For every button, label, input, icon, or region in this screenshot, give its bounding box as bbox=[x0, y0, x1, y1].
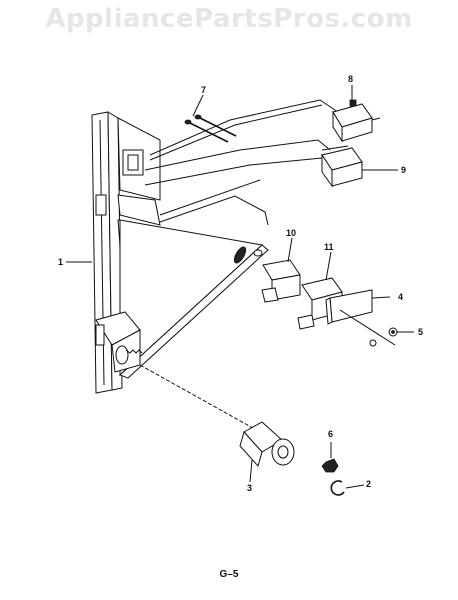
callout-11: 11 bbox=[324, 242, 334, 252]
clip-part-2 bbox=[330, 480, 365, 496]
nut-part-6 bbox=[321, 442, 339, 473]
callout-3: 3 bbox=[247, 483, 252, 493]
actuator-part-3 bbox=[239, 421, 295, 483]
shaft-rod bbox=[139, 364, 261, 433]
callout-10: 10 bbox=[286, 228, 296, 238]
page-code: G–5 bbox=[219, 569, 239, 580]
watermark-text: AppliancePartsPros.com bbox=[45, 4, 413, 34]
wiring-harness bbox=[144, 99, 339, 226]
nut-part-5 bbox=[369, 327, 414, 347]
callout-7: 7 bbox=[201, 85, 206, 95]
callout-6: 6 bbox=[328, 429, 333, 439]
callout-4: 4 bbox=[398, 292, 403, 302]
terminal-block-part-10 bbox=[253, 237, 301, 303]
callout-2: 2 bbox=[366, 479, 371, 489]
insulator-plate-part-4 bbox=[325, 289, 396, 346]
switch-part-8 bbox=[332, 85, 381, 143]
callout-8: 8 bbox=[348, 74, 353, 84]
switch-part-9 bbox=[321, 145, 398, 188]
callout-1: 1 bbox=[58, 257, 63, 267]
callout-9: 9 bbox=[401, 165, 406, 175]
screw-part-7 bbox=[184, 94, 237, 143]
callout-5: 5 bbox=[418, 327, 423, 337]
mounting-bracket-part bbox=[91, 111, 269, 394]
